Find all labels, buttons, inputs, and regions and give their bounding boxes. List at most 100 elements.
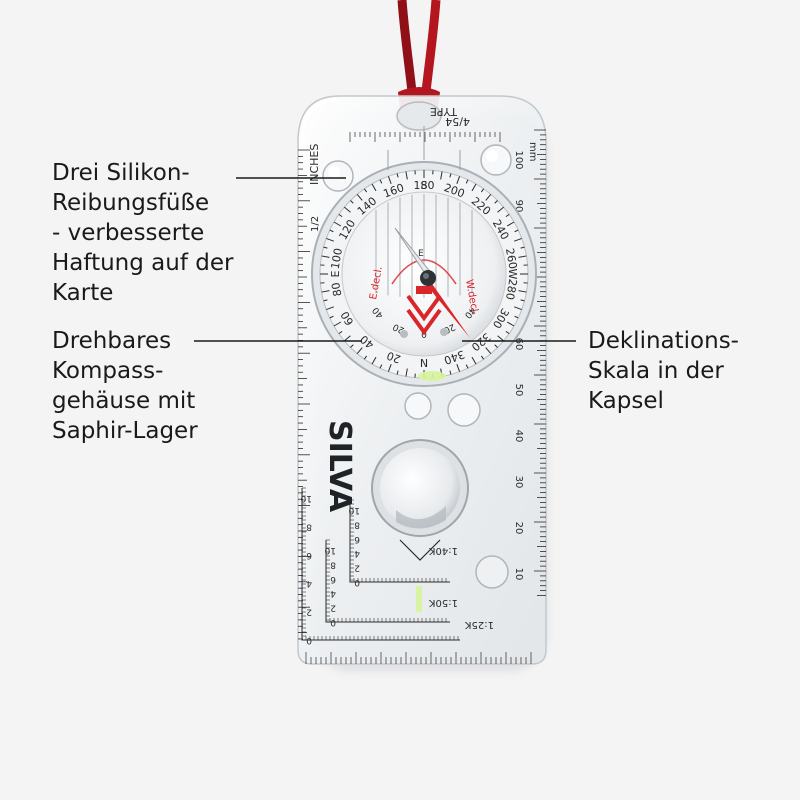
romer-number: 6 xyxy=(306,550,312,560)
bezel-tick xyxy=(379,179,383,184)
bezel-tick xyxy=(505,213,510,218)
bezel-tick xyxy=(480,188,485,193)
callout-line: Haftung auf der xyxy=(52,250,234,276)
romer-scale-50k: 1:50K xyxy=(429,597,458,608)
bezel-tick xyxy=(329,315,334,319)
bezel-tick xyxy=(514,229,519,233)
bezel-tick xyxy=(387,364,392,372)
callout-line: Saphir-Lager xyxy=(52,418,198,444)
bezel-tick xyxy=(480,355,485,360)
bezel-tick xyxy=(323,246,328,249)
bezel-label: 20 xyxy=(385,349,403,366)
type-label: TYPE xyxy=(430,105,458,118)
bezel-tick xyxy=(514,306,522,311)
romer-number: 4 xyxy=(306,578,312,588)
callout-line: Kapsel xyxy=(588,388,664,414)
romer-number: 4 xyxy=(354,548,360,558)
model-label: 4/54 xyxy=(445,115,470,128)
bezel-tick xyxy=(449,370,452,375)
callout-line: Drei Silikon- xyxy=(52,160,190,186)
mm-ruler-label: 100 xyxy=(513,150,524,169)
inches-label: INCHES xyxy=(308,144,321,185)
bezel-tick xyxy=(321,290,330,293)
bezel-label: 180 xyxy=(414,179,435,192)
bezel-tick xyxy=(520,299,525,302)
bezel-tick xyxy=(518,290,527,293)
bezel-tick xyxy=(514,237,522,242)
bezel-tick xyxy=(456,364,461,372)
callout-silicone-feet: Drei Silikon- Reibungsfüße - verbesserte… xyxy=(52,158,233,308)
direction-of-travel-lines xyxy=(387,126,461,170)
bezel-tick xyxy=(506,221,515,227)
bezel-tick xyxy=(326,306,334,311)
bezel-tick xyxy=(471,183,477,192)
bezel-tick xyxy=(363,355,368,360)
romer-number: 2 xyxy=(330,603,336,613)
mm-label: mm xyxy=(527,142,538,161)
romer-number: 0 xyxy=(330,617,336,627)
bezel-tick xyxy=(350,200,354,204)
callout-line: gehäuse mit xyxy=(52,388,196,414)
compass-needle xyxy=(394,227,470,338)
romer-arrow xyxy=(399,539,441,561)
luminous-dot xyxy=(440,328,448,336)
bezel-tick xyxy=(333,221,342,227)
bezel-tick xyxy=(405,171,408,180)
bezel-label: 80 xyxy=(329,281,344,297)
mm-ruler-label: 50 xyxy=(513,384,524,397)
orienting-lines xyxy=(375,194,473,298)
bottom-ruler xyxy=(305,652,532,664)
bezel-tick xyxy=(371,183,377,192)
mm-ruler-label: 40 xyxy=(513,430,524,443)
bezel-label: 280 xyxy=(503,278,519,301)
bezel-tick xyxy=(323,299,328,302)
romer-number: 8 xyxy=(354,519,360,529)
bezel-tick xyxy=(338,213,343,218)
bezel-label: E xyxy=(329,270,342,277)
callout-line: - verbesserte xyxy=(52,220,205,246)
bezel-label: S xyxy=(421,179,428,192)
bezel-tick xyxy=(321,255,330,258)
bezel-label: 260 xyxy=(503,247,519,270)
bezel-tick xyxy=(494,200,498,204)
luminous-dot xyxy=(400,330,408,338)
bezel-tick xyxy=(344,335,351,342)
bezel-tick xyxy=(520,246,525,249)
romer-scale-40k: 1:40K xyxy=(429,545,458,556)
bezel-tick xyxy=(356,347,363,354)
bezel-tick xyxy=(440,171,443,180)
callout-rotating-housing: Drehbares Kompass- gehäuse mit Saphir-La… xyxy=(52,326,198,446)
bezel-tick xyxy=(465,179,469,184)
luminous-mark xyxy=(418,371,446,381)
bezel-tick xyxy=(387,176,392,184)
romer-scale-25k: 1:25K xyxy=(465,619,494,630)
bezel-tick xyxy=(456,176,461,184)
bezel-tick xyxy=(465,364,469,369)
callout-line: Reibungsfüße xyxy=(52,190,210,216)
orienting-arrow: NN xyxy=(406,286,442,336)
romer-number: 0 xyxy=(354,577,360,587)
bezel-tick xyxy=(494,344,498,348)
magnifying-lens xyxy=(371,439,469,537)
callout-line: Drehbares xyxy=(52,328,172,354)
bezel-tick xyxy=(505,330,510,335)
romer-number: 6 xyxy=(354,534,360,544)
bezel-tick xyxy=(338,330,343,335)
bezel-tick xyxy=(485,194,492,201)
bezel-tick xyxy=(344,206,351,213)
romer-number: 2 xyxy=(354,563,360,573)
bezel-tick xyxy=(396,370,399,375)
mm-ruler-label: 90 xyxy=(513,200,524,213)
bezel-tick xyxy=(514,315,519,319)
callout-line: Kompass- xyxy=(52,358,164,384)
lanyard-hole xyxy=(396,101,442,131)
callout-leader-lines xyxy=(194,177,576,342)
bezel-tick xyxy=(485,347,492,354)
mm-ruler-label: 20 xyxy=(513,522,524,535)
bezel-tick xyxy=(356,194,363,201)
bezel-tick xyxy=(329,229,334,233)
bezel-tick xyxy=(518,255,527,258)
